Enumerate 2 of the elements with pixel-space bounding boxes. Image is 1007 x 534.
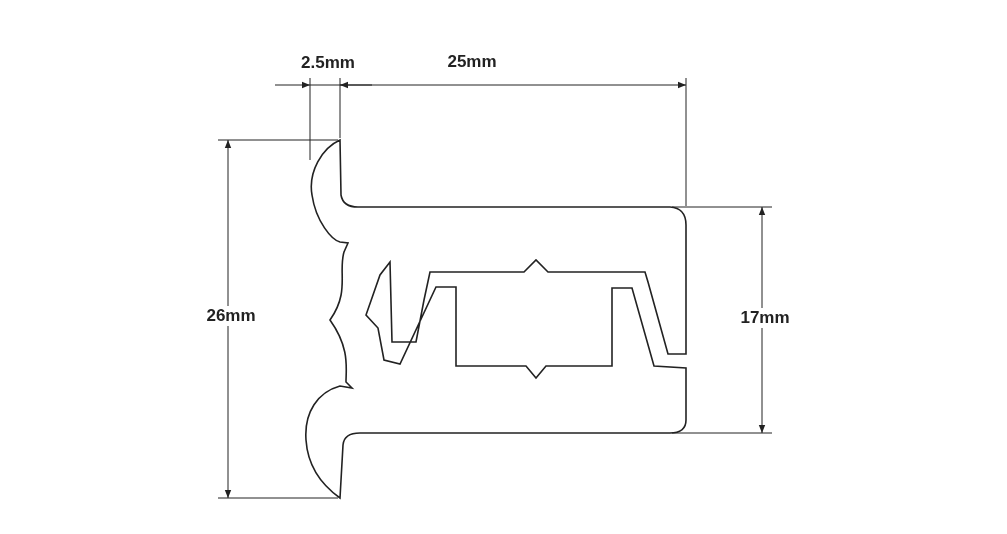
dimension-label: 26mm bbox=[206, 306, 256, 326]
dimension-label: 17mm bbox=[740, 308, 790, 328]
